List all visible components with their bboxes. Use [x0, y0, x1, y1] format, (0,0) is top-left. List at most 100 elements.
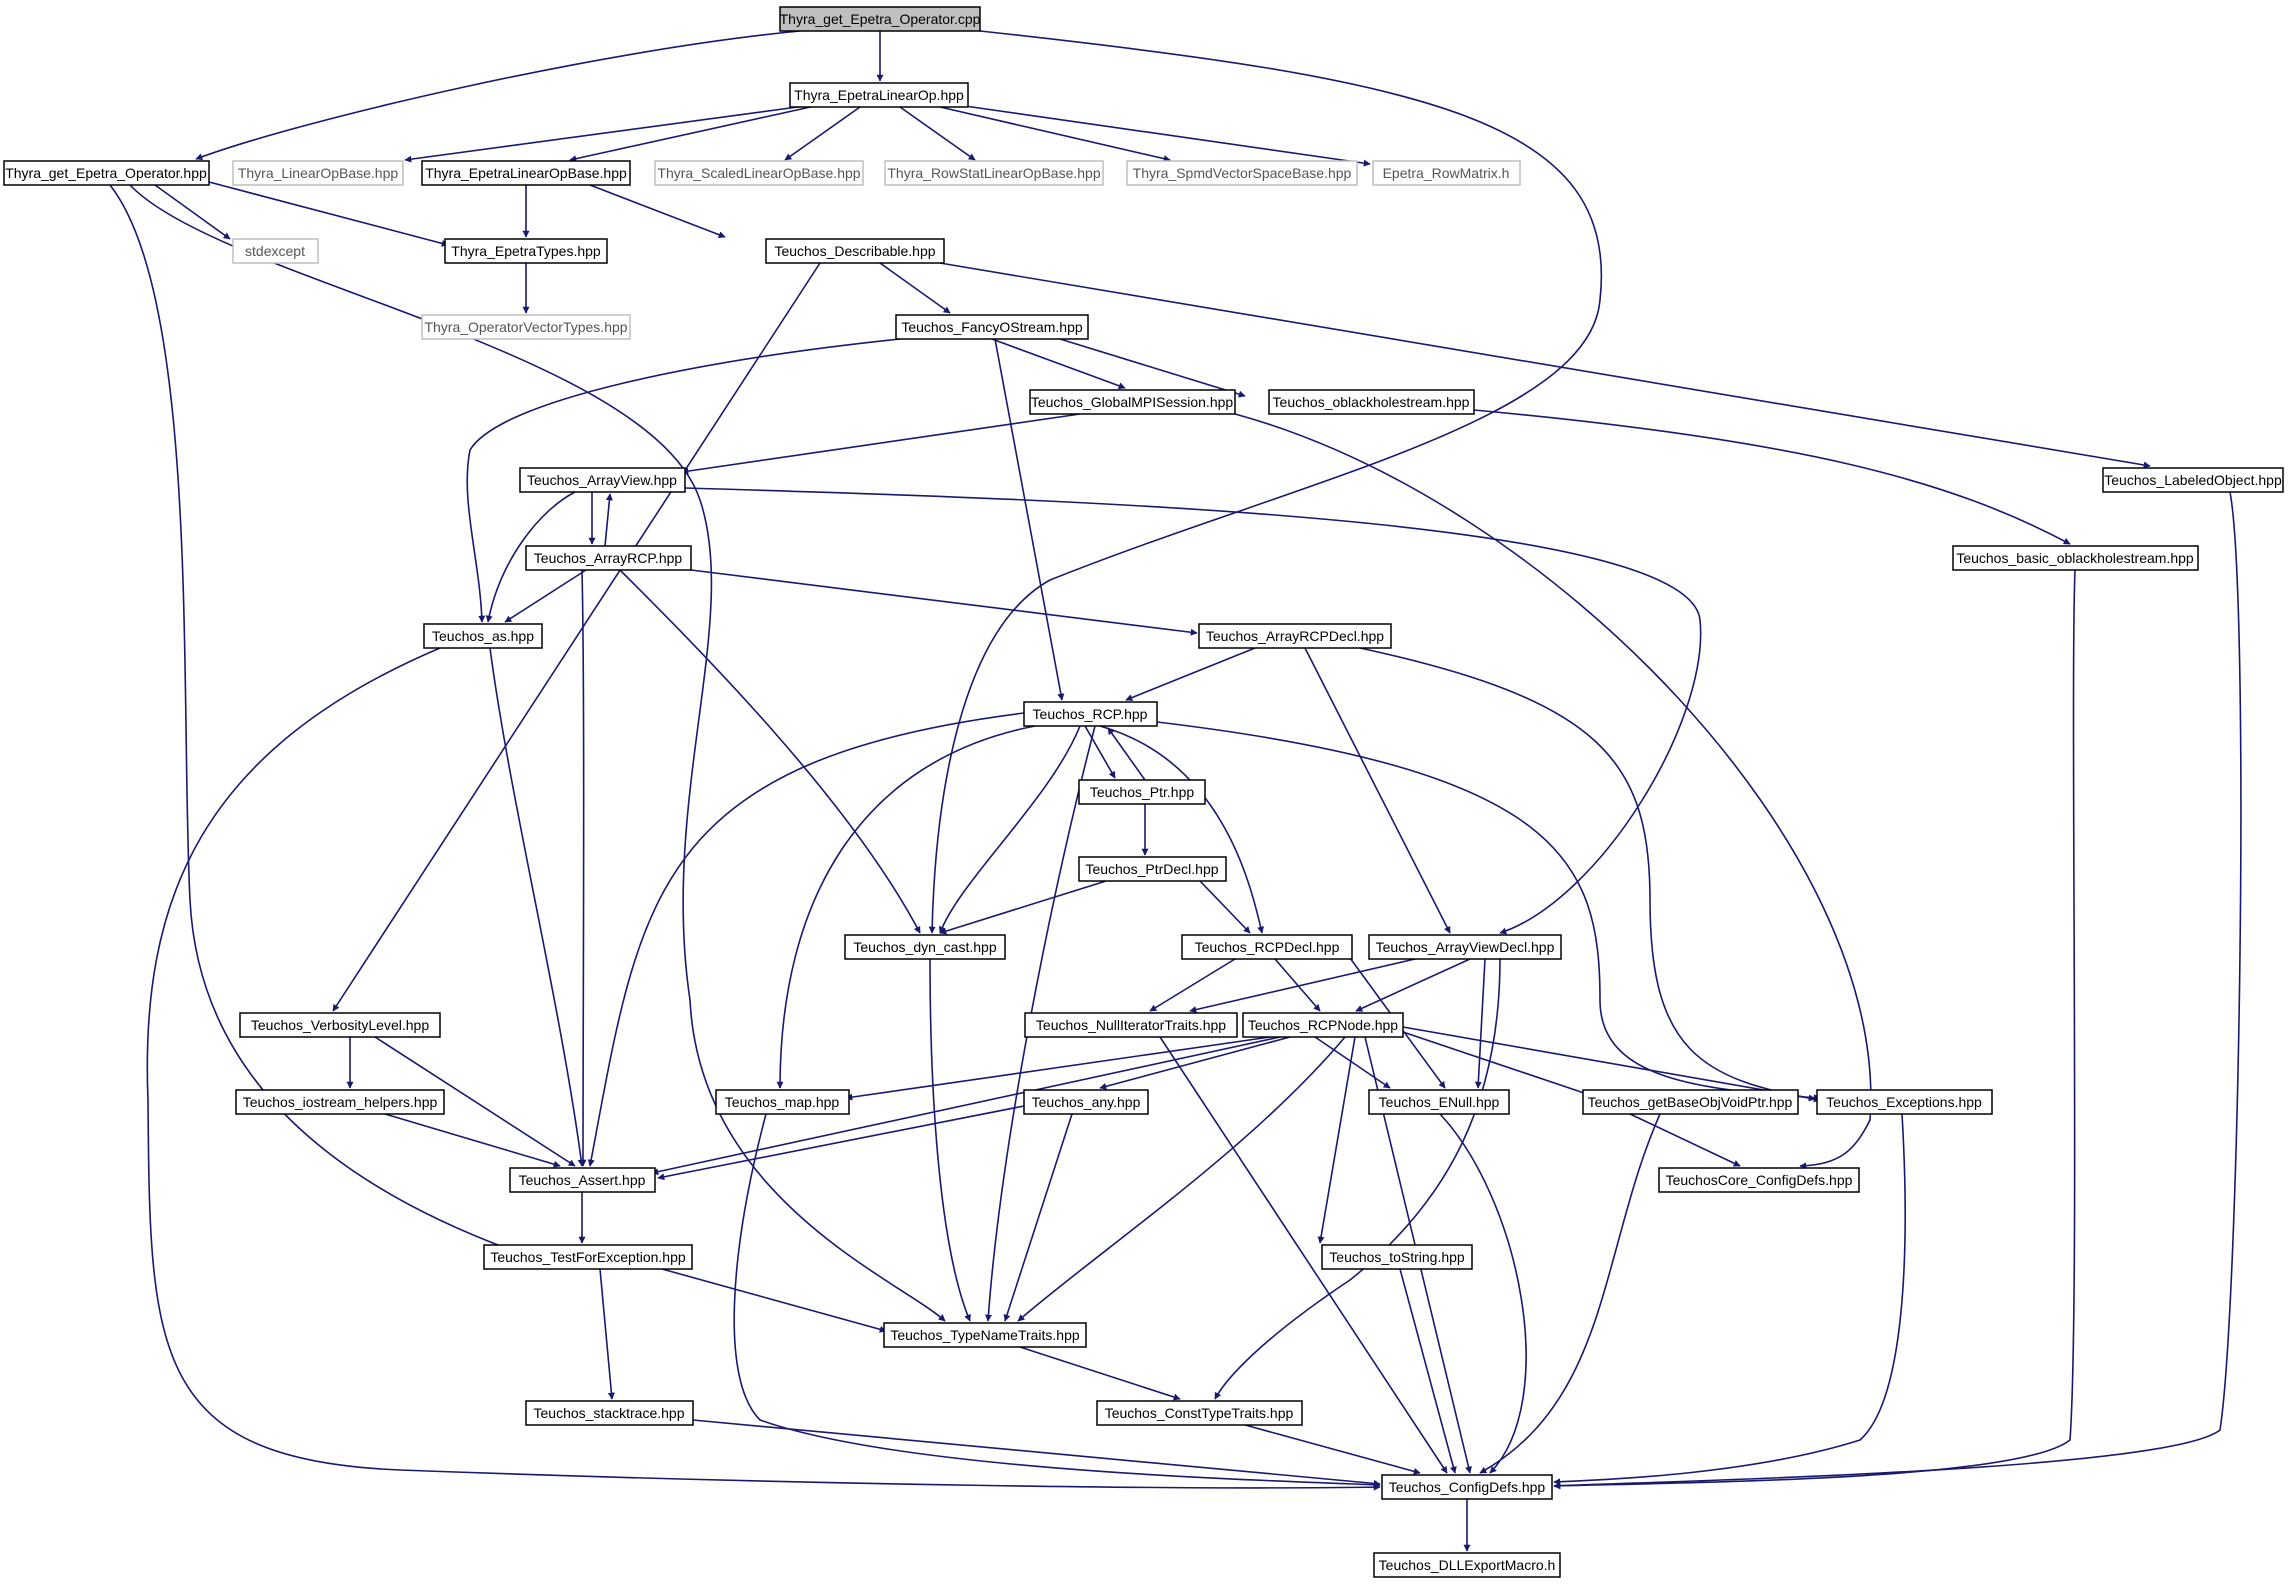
dependency-edge	[619, 569, 921, 934]
node-label: Teuchos_ArrayView.hpp	[527, 472, 677, 488]
node-to-string[interactable]: Teuchos_toString.hpp	[1321, 1244, 1473, 1270]
node-linear-op-base[interactable]: Thyra_LinearOpBase.hpp	[232, 160, 404, 186]
node-label: Teuchos_ArrayViewDecl.hpp	[1376, 939, 1555, 955]
node-exceptions[interactable]: Teuchos_Exceptions.hpp	[1816, 1089, 1993, 1115]
node-epetra-linear-op-base[interactable]: Thyra_EpetraLinearOpBase.hpp	[421, 160, 631, 186]
dependency-edge	[784, 106, 861, 161]
node-array-rcp-decl[interactable]: Teuchos_ArrayRCPDecl.hpp	[1198, 623, 1392, 649]
dependency-edge	[690, 569, 1198, 636]
node-ptr-decl[interactable]: Teuchos_PtrDecl.hpp	[1078, 856, 1227, 882]
node-epetra-linear-op[interactable]: Thyra_EpetraLinearOp.hpp	[789, 82, 969, 108]
node-label: Teuchos_Describable.hpp	[774, 243, 935, 259]
dependency-edge	[1019, 1346, 1181, 1401]
node-scaled-linear-op-base[interactable]: Thyra_ScaledLinearOpBase.hpp	[654, 160, 864, 186]
dependency-edge	[1359, 647, 1821, 1103]
node-const-type-traits[interactable]: Teuchos_ConstTypeTraits.hpp	[1096, 1400, 1303, 1426]
dependency-edge	[1149, 958, 1236, 1012]
node-get-epetra-operator-hpp[interactable]: Thyra_get_Epetra_Operator.hpp	[3, 160, 210, 186]
dependency-edge	[1199, 880, 1251, 934]
dependency-nodes: Thyra_get_Epetra_Operator.cpp Thyra_Epet…	[3, 6, 2284, 1578]
node-label: Teuchos_NullIteratorTraits.hpp	[1036, 1017, 1226, 1033]
node-stdexcept[interactable]: stdexcept	[232, 238, 319, 264]
node-stacktrace[interactable]: Teuchos_stacktrace.hpp	[525, 1400, 694, 1426]
node-label: Thyra_ScaledLinearOpBase.hpp	[657, 165, 860, 181]
node-epetra-row-matrix[interactable]: Epetra_RowMatrix.h	[1372, 160, 1521, 186]
node-label: TeuchosCore_ConfigDefs.hpp	[1666, 1172, 1853, 1188]
node-label: Teuchos_dyn_cast.hpp	[853, 939, 996, 955]
dependency-edge	[146, 647, 1381, 1491]
node-test-for-exception[interactable]: Teuchos_TestForException.hpp	[483, 1244, 693, 1270]
dependency-edge	[489, 647, 585, 1167]
node-epetra-types[interactable]: Thyra_EpetraTypes.hpp	[444, 238, 608, 264]
dependency-edge	[1234, 413, 1872, 1170]
node-row-stat-linear-op-base[interactable]: Thyra_RowStatLinearOpBase.hpp	[884, 160, 1104, 186]
node-array-view[interactable]: Teuchos_ArrayView.hpp	[519, 467, 686, 493]
node-label: Teuchos_TestForException.hpp	[490, 1249, 686, 1265]
dependency-edge	[657, 1105, 1025, 1181]
node-operator-vector-types[interactable]: Thyra_OperatorVectorTypes.hpp	[421, 314, 631, 340]
dependency-edge	[1017, 1036, 1346, 1322]
dependency-edge	[1402, 1026, 1816, 1102]
node-assert[interactable]: Teuchos_Assert.hpp	[509, 1167, 656, 1193]
node-label: Teuchos_Assert.hpp	[519, 1172, 646, 1188]
node-labeled-object[interactable]: Teuchos_LabeledObject.hpp	[2102, 467, 2284, 493]
node-get-base-obj-void-ptr[interactable]: Teuchos_getBaseObjVoidPtr.hpp	[1582, 1089, 1799, 1115]
dependency-edge	[1474, 958, 1486, 1089]
dependency-edge	[1355, 958, 1471, 1012]
node-label: Teuchos_GlobalMPISession.hpp	[1031, 394, 1234, 410]
node-basic-oblackholestream[interactable]: Teuchos_basic_oblackholestream.hpp	[1952, 545, 2199, 571]
dependency-edge	[964, 105, 1371, 167]
node-type-name-traits[interactable]: Teuchos_TypeNameTraits.hpp	[883, 1322, 1087, 1348]
node-label: Teuchos_FancyOStream.hpp	[901, 319, 1083, 335]
dependency-edge	[1084, 725, 1116, 779]
node-rcp[interactable]: Teuchos_RCP.hpp	[1023, 701, 1158, 727]
dependency-edges	[109, 30, 2242, 1552]
node-rcp-decl[interactable]: Teuchos_RCPDecl.hpp	[1181, 934, 1353, 960]
node-label: Thyra_LinearOpBase.hpp	[238, 165, 399, 181]
dependency-edge	[404, 105, 806, 163]
node-label: Teuchos_ConfigDefs.hpp	[1389, 1479, 1546, 1495]
node-dll-export-macro[interactable]: Teuchos_DLLExportMacro.h	[1373, 1552, 1561, 1578]
node-describable[interactable]: Teuchos_Describable.hpp	[765, 238, 945, 264]
dependency-edge	[1274, 958, 1321, 1012]
node-label: stdexcept	[245, 243, 305, 259]
node-dyn-cast[interactable]: Teuchos_dyn_cast.hpp	[844, 934, 1006, 960]
dependency-edge	[733, 1113, 1381, 1489]
node-label: Teuchos_DLLExportMacro.h	[1379, 1557, 1556, 1573]
node-fancy-ostream[interactable]: Teuchos_FancyOStream.hpp	[895, 314, 1089, 340]
node-iostream-helpers[interactable]: Teuchos_iostream_helpers.hpp	[235, 1089, 445, 1115]
node-label: Thyra_SpmdVectorSpaceBase.hpp	[1133, 165, 1352, 181]
dependency-edge	[154, 184, 231, 240]
dependency-edge	[899, 106, 976, 161]
dependency-edge	[1479, 1113, 1661, 1474]
node-config-defs[interactable]: Teuchos_ConfigDefs.hpp	[1381, 1474, 1553, 1500]
node-any[interactable]: Teuchos_any.hpp	[1023, 1089, 1149, 1115]
node-oblackholestream[interactable]: Teuchos_oblackholestream.hpp	[1268, 389, 1475, 415]
node-label: Thyra_EpetraLinearOpBase.hpp	[425, 165, 627, 181]
dependency-edge	[579, 569, 587, 1167]
node-array-rcp[interactable]: Teuchos_ArrayRCP.hpp	[525, 545, 692, 571]
node-core-config-defs[interactable]: TeuchosCore_ConfigDefs.hpp	[1658, 1167, 1860, 1193]
node-ptr[interactable]: Teuchos_Ptr.hpp	[1078, 779, 1206, 805]
node-verbosity-level[interactable]: Teuchos_VerbosityLevel.hpp	[239, 1012, 441, 1038]
dependency-edge	[1156, 721, 1821, 1102]
node-label: Teuchos_RCPDecl.hpp	[1195, 939, 1340, 955]
node-label: Teuchos_map.hpp	[725, 1094, 840, 1110]
node-label: Thyra_EpetraTypes.hpp	[451, 243, 601, 259]
dependency-edge	[1553, 491, 2242, 1490]
node-enull[interactable]: Teuchos_ENull.hpp	[1368, 1089, 1510, 1115]
node-map[interactable]: Teuchos_map.hpp	[715, 1089, 850, 1115]
dependency-edge	[1314, 1036, 1391, 1089]
node-root-file[interactable]: Thyra_get_Epetra_Operator.cpp	[779, 6, 981, 32]
dependency-edge	[1473, 409, 2071, 545]
node-global-mpi-session[interactable]: Teuchos_GlobalMPISession.hpp	[1029, 389, 1236, 415]
node-label: Teuchos_as.hpp	[432, 628, 534, 644]
node-array-view-decl[interactable]: Teuchos_ArrayViewDecl.hpp	[1368, 934, 1562, 960]
node-spmd-vector-space-base[interactable]: Thyra_SpmdVectorSpaceBase.hpp	[1126, 160, 1358, 186]
node-null-iterator-traits[interactable]: Teuchos_NullIteratorTraits.hpp	[1024, 1012, 1238, 1038]
dependency-edge	[109, 184, 526, 1257]
node-as[interactable]: Teuchos_as.hpp	[423, 623, 543, 649]
node-rcp-node[interactable]: Teuchos_RCPNode.hpp	[1242, 1012, 1404, 1038]
node-label: Teuchos_PtrDecl.hpp	[1085, 861, 1218, 877]
node-label: Teuchos_Exceptions.hpp	[1826, 1094, 1982, 1110]
